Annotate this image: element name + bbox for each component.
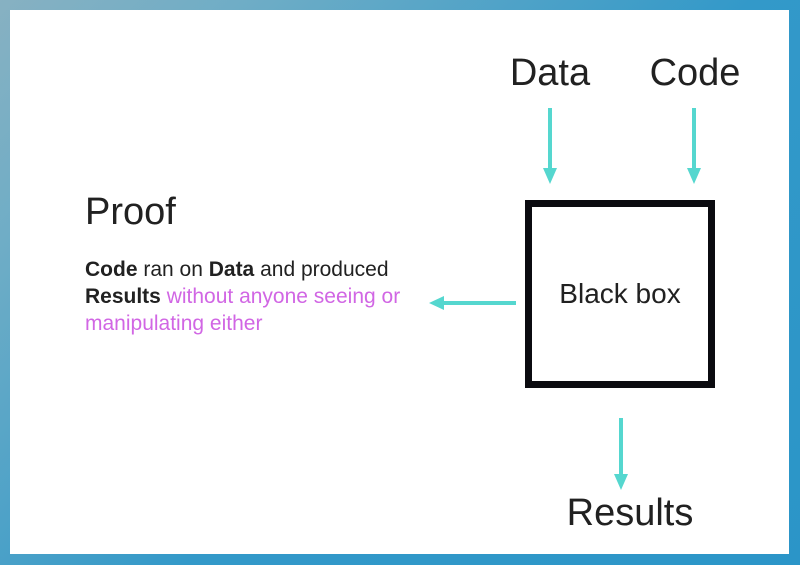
results-output-arrow-icon <box>614 418 628 490</box>
proof-seg-private: without anyone seeing or manipulating ei… <box>85 285 401 335</box>
black-box: Black box <box>525 200 715 388</box>
proof-seg-produced: and produced <box>254 258 389 281</box>
proof-output-arrow-icon <box>429 296 516 310</box>
code-input-arrow-icon <box>687 108 701 184</box>
proof-seg-code: Code <box>85 258 138 281</box>
data-input-arrow-icon <box>543 108 557 184</box>
proof-seg-ran-on: ran on <box>137 258 209 281</box>
slide-canvas: Data Code Black box Proof Code ran on Da… <box>10 10 789 554</box>
data-label: Data <box>509 52 591 94</box>
proof-description: Code ran on Data and produced Results wi… <box>85 256 427 337</box>
proof-seg-data: Data <box>208 258 255 281</box>
code-label: Code <box>649 52 741 94</box>
black-box-label: Black box <box>559 278 681 309</box>
results-label: Results <box>566 492 694 534</box>
proof-title: Proof <box>85 191 176 233</box>
proof-seg-results: Results <box>85 285 161 308</box>
